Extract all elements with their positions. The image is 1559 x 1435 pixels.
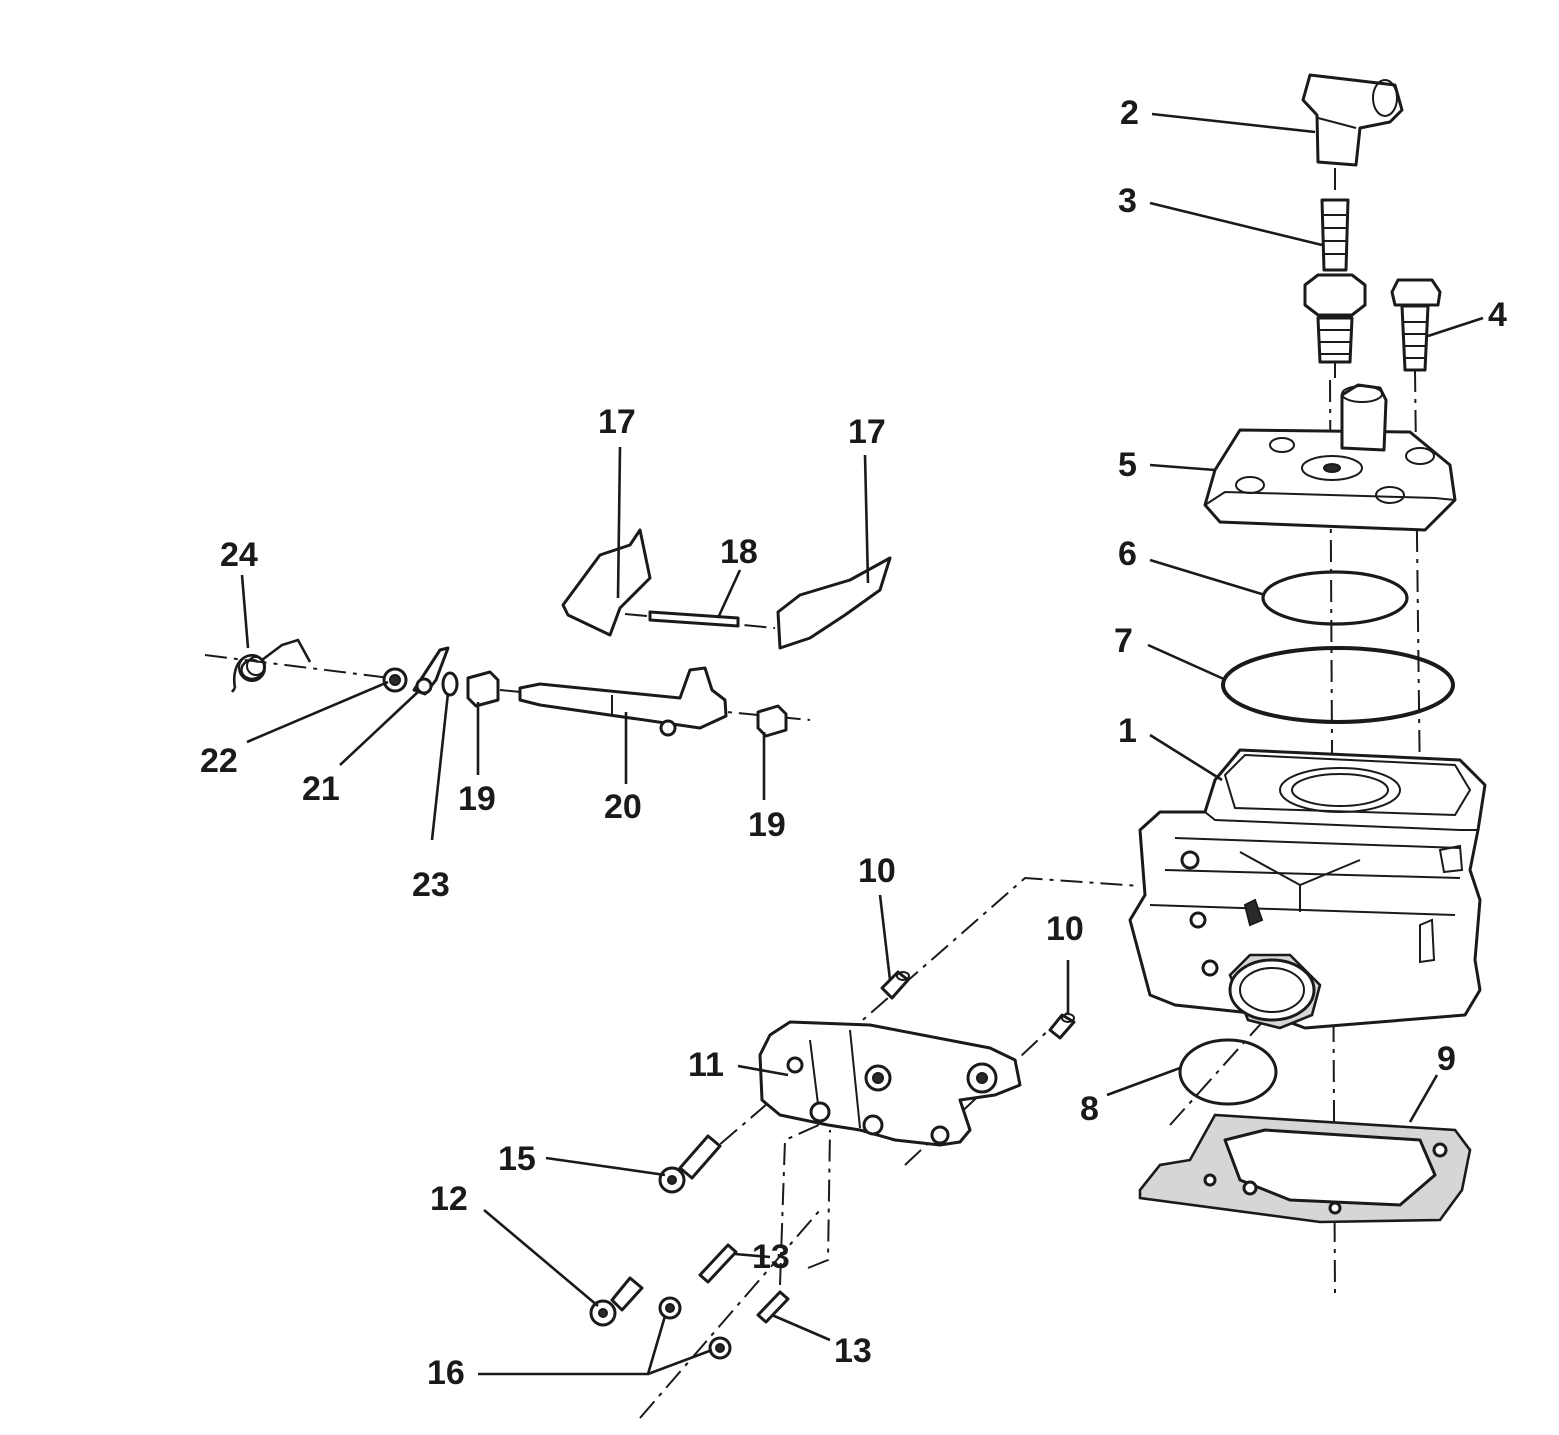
- cylinder-head: [1203, 383, 1457, 532]
- spark-plug-cap: [1301, 73, 1404, 167]
- callout-19-right: 19: [748, 806, 786, 844]
- return-spring: [230, 638, 312, 693]
- callout-24: 24: [220, 536, 258, 574]
- callout-20: 20: [604, 788, 642, 826]
- callout-13-lower: 13: [834, 1332, 872, 1370]
- callout-1: 1: [1118, 712, 1137, 750]
- valve-housing: [758, 1020, 1022, 1147]
- nut-22: [382, 667, 408, 693]
- o-ring-small: [1261, 570, 1409, 626]
- lever-washer: [412, 646, 450, 696]
- cylinder: [1128, 748, 1487, 1030]
- head-bolt: [1390, 278, 1442, 372]
- bearing-left: [466, 670, 500, 708]
- housing-bolt: [658, 1134, 722, 1194]
- nuts: [658, 1296, 732, 1360]
- leader-lines: [240, 112, 1484, 1376]
- callout-21: 21: [302, 770, 340, 808]
- o-ring-large: [1221, 646, 1455, 724]
- callout-18: 18: [720, 533, 758, 571]
- stud-b: [756, 1290, 790, 1324]
- callout-17-left: 17: [598, 403, 636, 441]
- callout-22: 22: [200, 742, 238, 780]
- callout-15: 15: [498, 1140, 536, 1178]
- intake-o-ring: [1178, 1038, 1278, 1106]
- callout-9: 9: [1437, 1040, 1456, 1078]
- pin: [648, 610, 740, 628]
- callout-12: 12: [430, 1180, 468, 1218]
- spark-plug: [1303, 168, 1367, 378]
- valve-bolt: [589, 1276, 644, 1327]
- callout-labels: 2 3 4 5 6 7 1 8 9 10 10 11 15 12 13 13 1…: [200, 94, 1507, 1392]
- valve-shaft: [518, 666, 728, 737]
- callout-4: 4: [1488, 296, 1507, 334]
- callout-23: 23: [412, 866, 450, 904]
- callout-11: 11: [688, 1046, 724, 1084]
- callout-10-left: 10: [858, 852, 896, 890]
- valve-flap-right: [776, 556, 892, 650]
- dowel-bushing-a: [880, 970, 910, 1000]
- callout-17-right: 17: [848, 413, 886, 451]
- base-gasket: [1138, 1113, 1472, 1224]
- callout-19-left: 19: [458, 780, 496, 818]
- callout-2: 2: [1120, 94, 1139, 132]
- washer-23: [441, 671, 459, 697]
- valve-flap-left: [561, 528, 652, 637]
- callout-8: 8: [1080, 1090, 1099, 1128]
- callout-10-right: 10: [1046, 910, 1084, 948]
- callout-13-upper: 13: [752, 1238, 790, 1276]
- callout-5: 5: [1118, 446, 1137, 484]
- callout-6: 6: [1118, 535, 1137, 573]
- callout-3: 3: [1118, 182, 1137, 220]
- stud-a: [698, 1243, 738, 1284]
- callout-16: 16: [427, 1354, 465, 1392]
- bearing-right: [756, 704, 788, 738]
- callout-7: 7: [1114, 622, 1133, 660]
- dowel-bushing-b: [1048, 1013, 1076, 1040]
